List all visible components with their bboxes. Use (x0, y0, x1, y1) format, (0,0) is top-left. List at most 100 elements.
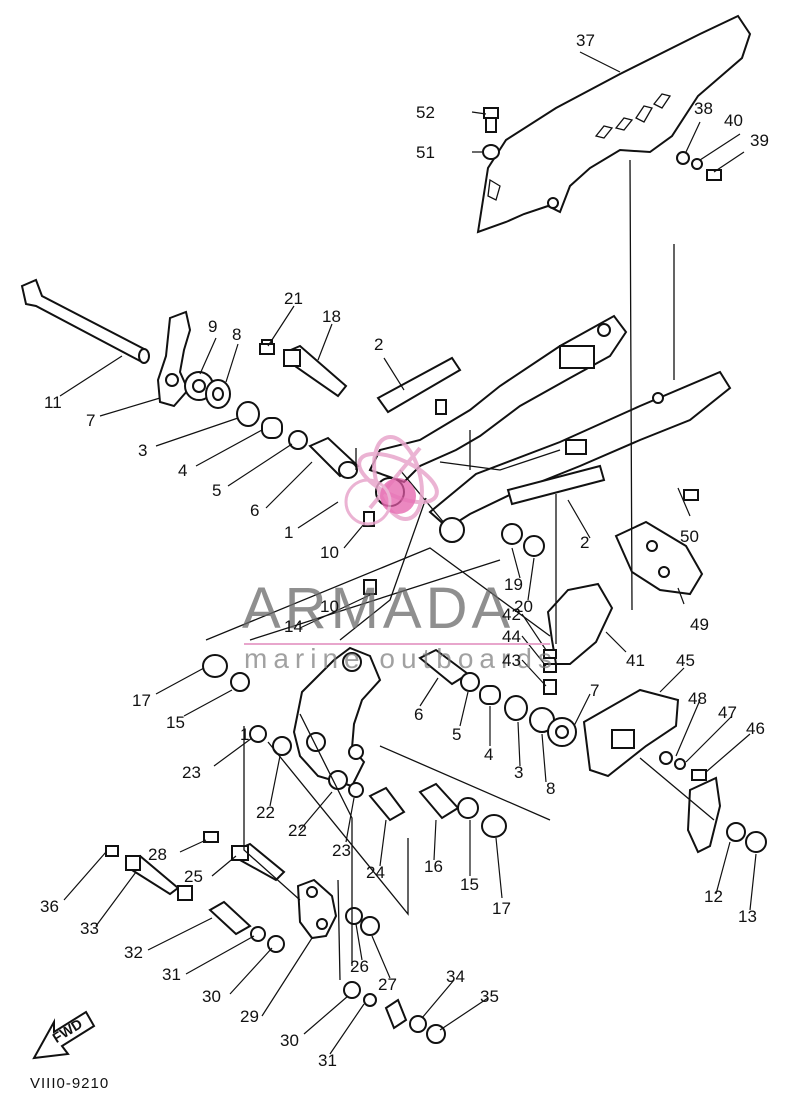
part-label-27: 27 (378, 975, 397, 994)
part-label-1a: 1 (284, 523, 293, 542)
part-label-19: 19 (504, 575, 523, 594)
part-label-22b: 22 (288, 821, 307, 840)
nut-35 (426, 1024, 446, 1044)
plate-34 (384, 998, 408, 1030)
bolt-28 (203, 831, 219, 843)
bolt-52 (483, 107, 499, 133)
bushing-4 (261, 417, 283, 439)
screw-39 (706, 169, 722, 181)
part-label-15a: 15 (166, 713, 185, 732)
part-label-9: 9 (208, 317, 217, 336)
part-label-43: 43 (502, 651, 521, 670)
part-label-44: 44 (502, 627, 521, 646)
bolt-18 (283, 344, 348, 398)
pivot-shaft (20, 278, 150, 364)
part-label-38: 38 (694, 99, 713, 118)
bushing-4b (479, 685, 501, 705)
collar-24 (368, 786, 406, 822)
nipple-10a (363, 511, 375, 527)
part-label-10b: 10 (320, 597, 339, 616)
part-label-11: 11 (44, 393, 62, 412)
bracket-7b (547, 717, 577, 747)
part-label-16: 16 (424, 857, 443, 876)
part-label-28: 28 (148, 845, 167, 864)
part-label-46: 46 (746, 719, 765, 738)
part-label-50: 50 (680, 527, 699, 546)
part-label-22a: 22 (256, 803, 275, 822)
plate-1b (686, 776, 722, 854)
assembly-lines (205, 159, 715, 981)
part-label-7a: 7 (86, 411, 95, 430)
part-label-12: 12 (704, 887, 723, 906)
washer-26 (345, 907, 363, 925)
part-label-21: 21 (284, 289, 303, 308)
seal-31b (363, 993, 377, 1007)
part-label-2a: 2 (374, 335, 383, 354)
collar-32 (208, 900, 252, 936)
part-label-52: 52 (416, 103, 435, 122)
part-label-8a: 8 (232, 325, 241, 344)
bushing-15a (230, 672, 250, 692)
part-label-30a: 30 (202, 987, 221, 1006)
part-label-14: 14 (284, 617, 303, 636)
part-label-36: 36 (40, 897, 59, 916)
part-label-37: 37 (576, 31, 595, 50)
part-label-29: 29 (240, 1007, 259, 1026)
part-labels: 37 52 51 38 40 39 21 18 9 8 2 11 7 3 4 5… (40, 31, 769, 1070)
part-label-13: 13 (738, 907, 757, 926)
bearing-3b (504, 695, 528, 721)
part-label-8b: 8 (546, 779, 555, 798)
part-label-23b: 23 (332, 841, 351, 860)
watermark-tagline: marine outboards (244, 643, 558, 674)
seals-23a (249, 725, 267, 743)
collar-17b (481, 814, 507, 838)
connecting-rod-29 (296, 878, 338, 940)
part-label-45: 45 (676, 651, 695, 670)
bearing-3 (236, 401, 260, 427)
bushing-30b (343, 981, 361, 999)
protector-2a (376, 356, 462, 414)
watermark-brand: ARMADA (242, 576, 514, 641)
washer-38 (676, 151, 690, 165)
washer-12 (726, 822, 746, 842)
collar-16 (418, 782, 460, 820)
part-label-49: 49 (690, 615, 709, 634)
part-label-6a: 6 (250, 501, 259, 520)
washer-40 (691, 158, 703, 170)
bushing-22a (272, 736, 292, 756)
part-label-41: 41 (626, 651, 645, 670)
bolt-50 (683, 489, 699, 501)
seal-31a (250, 926, 266, 942)
part-label-30b: 30 (280, 1031, 299, 1050)
watermark-logo (344, 435, 439, 526)
pivot-bracket (156, 310, 192, 408)
part-label-48: 48 (688, 689, 707, 708)
part-label-34: 34 (446, 967, 465, 986)
reference-code: VIII0-9210 (30, 1075, 109, 1092)
part-label-40: 40 (724, 111, 743, 130)
part-label-17b: 17 (492, 899, 511, 918)
part-label-2b: 2 (580, 533, 589, 552)
part-label-42: 42 (502, 605, 521, 624)
nipple-10b (363, 579, 377, 595)
part-label-4a: 4 (178, 461, 187, 480)
chain-guide-41 (546, 582, 614, 665)
part-label-32: 32 (124, 943, 143, 962)
part-label-33: 33 (80, 919, 99, 938)
washer-34 (409, 1015, 427, 1033)
part-label-18: 18 (322, 307, 341, 326)
bracket-45 (582, 688, 680, 778)
part-label-25: 25 (184, 867, 203, 886)
part-label-4b: 4 (484, 745, 493, 764)
part-label-31a: 31 (162, 965, 181, 984)
nut-13 (745, 831, 767, 853)
part-label-39: 39 (750, 131, 769, 150)
part-label-47: 47 (718, 703, 737, 722)
washer-5 (288, 430, 308, 450)
part-label-6b: 6 (414, 705, 423, 724)
part-label-7b: 7 (590, 681, 599, 700)
part-label-23a: 23 (182, 763, 201, 782)
part-label-10a: 10 (320, 543, 339, 562)
part-label-5a: 5 (212, 481, 221, 500)
